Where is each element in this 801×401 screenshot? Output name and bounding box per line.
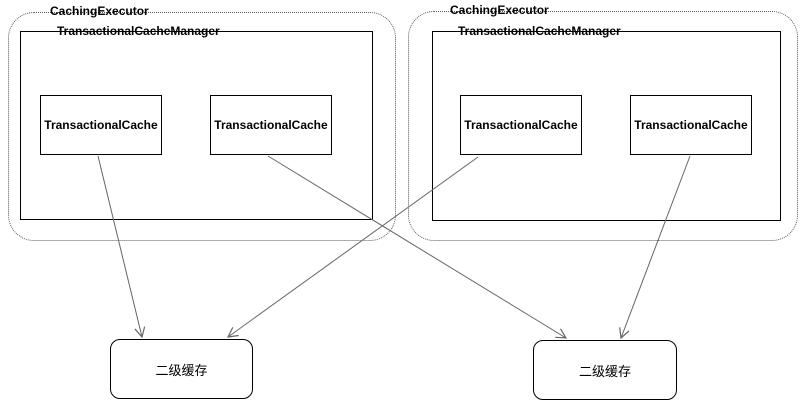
second-level-cache-1: 二级缓存 [110, 339, 253, 399]
transactional-cache-1-2-label: TransactionalCache [214, 118, 328, 132]
second-level-cache-1-label: 二级缓存 [155, 362, 208, 378]
transactional-cache-2-2-label: TransactionalCache [634, 118, 748, 132]
transactional-cache-2-1: TransactionalCache [460, 95, 582, 155]
caching-executor-1-label: CachingExecutor [50, 4, 149, 18]
transactional-cache-manager-2-label: TransactionalCacheManager [458, 24, 621, 38]
caching-executor-1: CachingExecutor TransactionalCacheManage… [8, 4, 396, 241]
transactional-cache-2-1-label: TransactionalCache [464, 118, 578, 132]
transactional-cache-2-2: TransactionalCache [630, 95, 752, 155]
transactional-cache-1-1: TransactionalCache [40, 95, 162, 155]
transactional-cache-1-1-label: TransactionalCache [44, 118, 158, 132]
second-level-cache-2-label: 二级缓存 [578, 363, 631, 379]
transactional-cache-manager-1-label: TransactionalCacheManager [57, 24, 220, 38]
caching-executor-2-label: CachingExecutor [450, 3, 549, 17]
caching-executor-2: CachingExecutor TransactionalCacheManage… [408, 3, 798, 241]
transactional-cache-manager-1: TransactionalCacheManager TransactionalC… [20, 24, 373, 220]
transactional-cache-1-2: TransactionalCache [210, 95, 332, 155]
transactional-cache-manager-2: TransactionalCacheManager TransactionalC… [432, 24, 781, 221]
second-level-cache-2: 二级缓存 [533, 340, 677, 400]
